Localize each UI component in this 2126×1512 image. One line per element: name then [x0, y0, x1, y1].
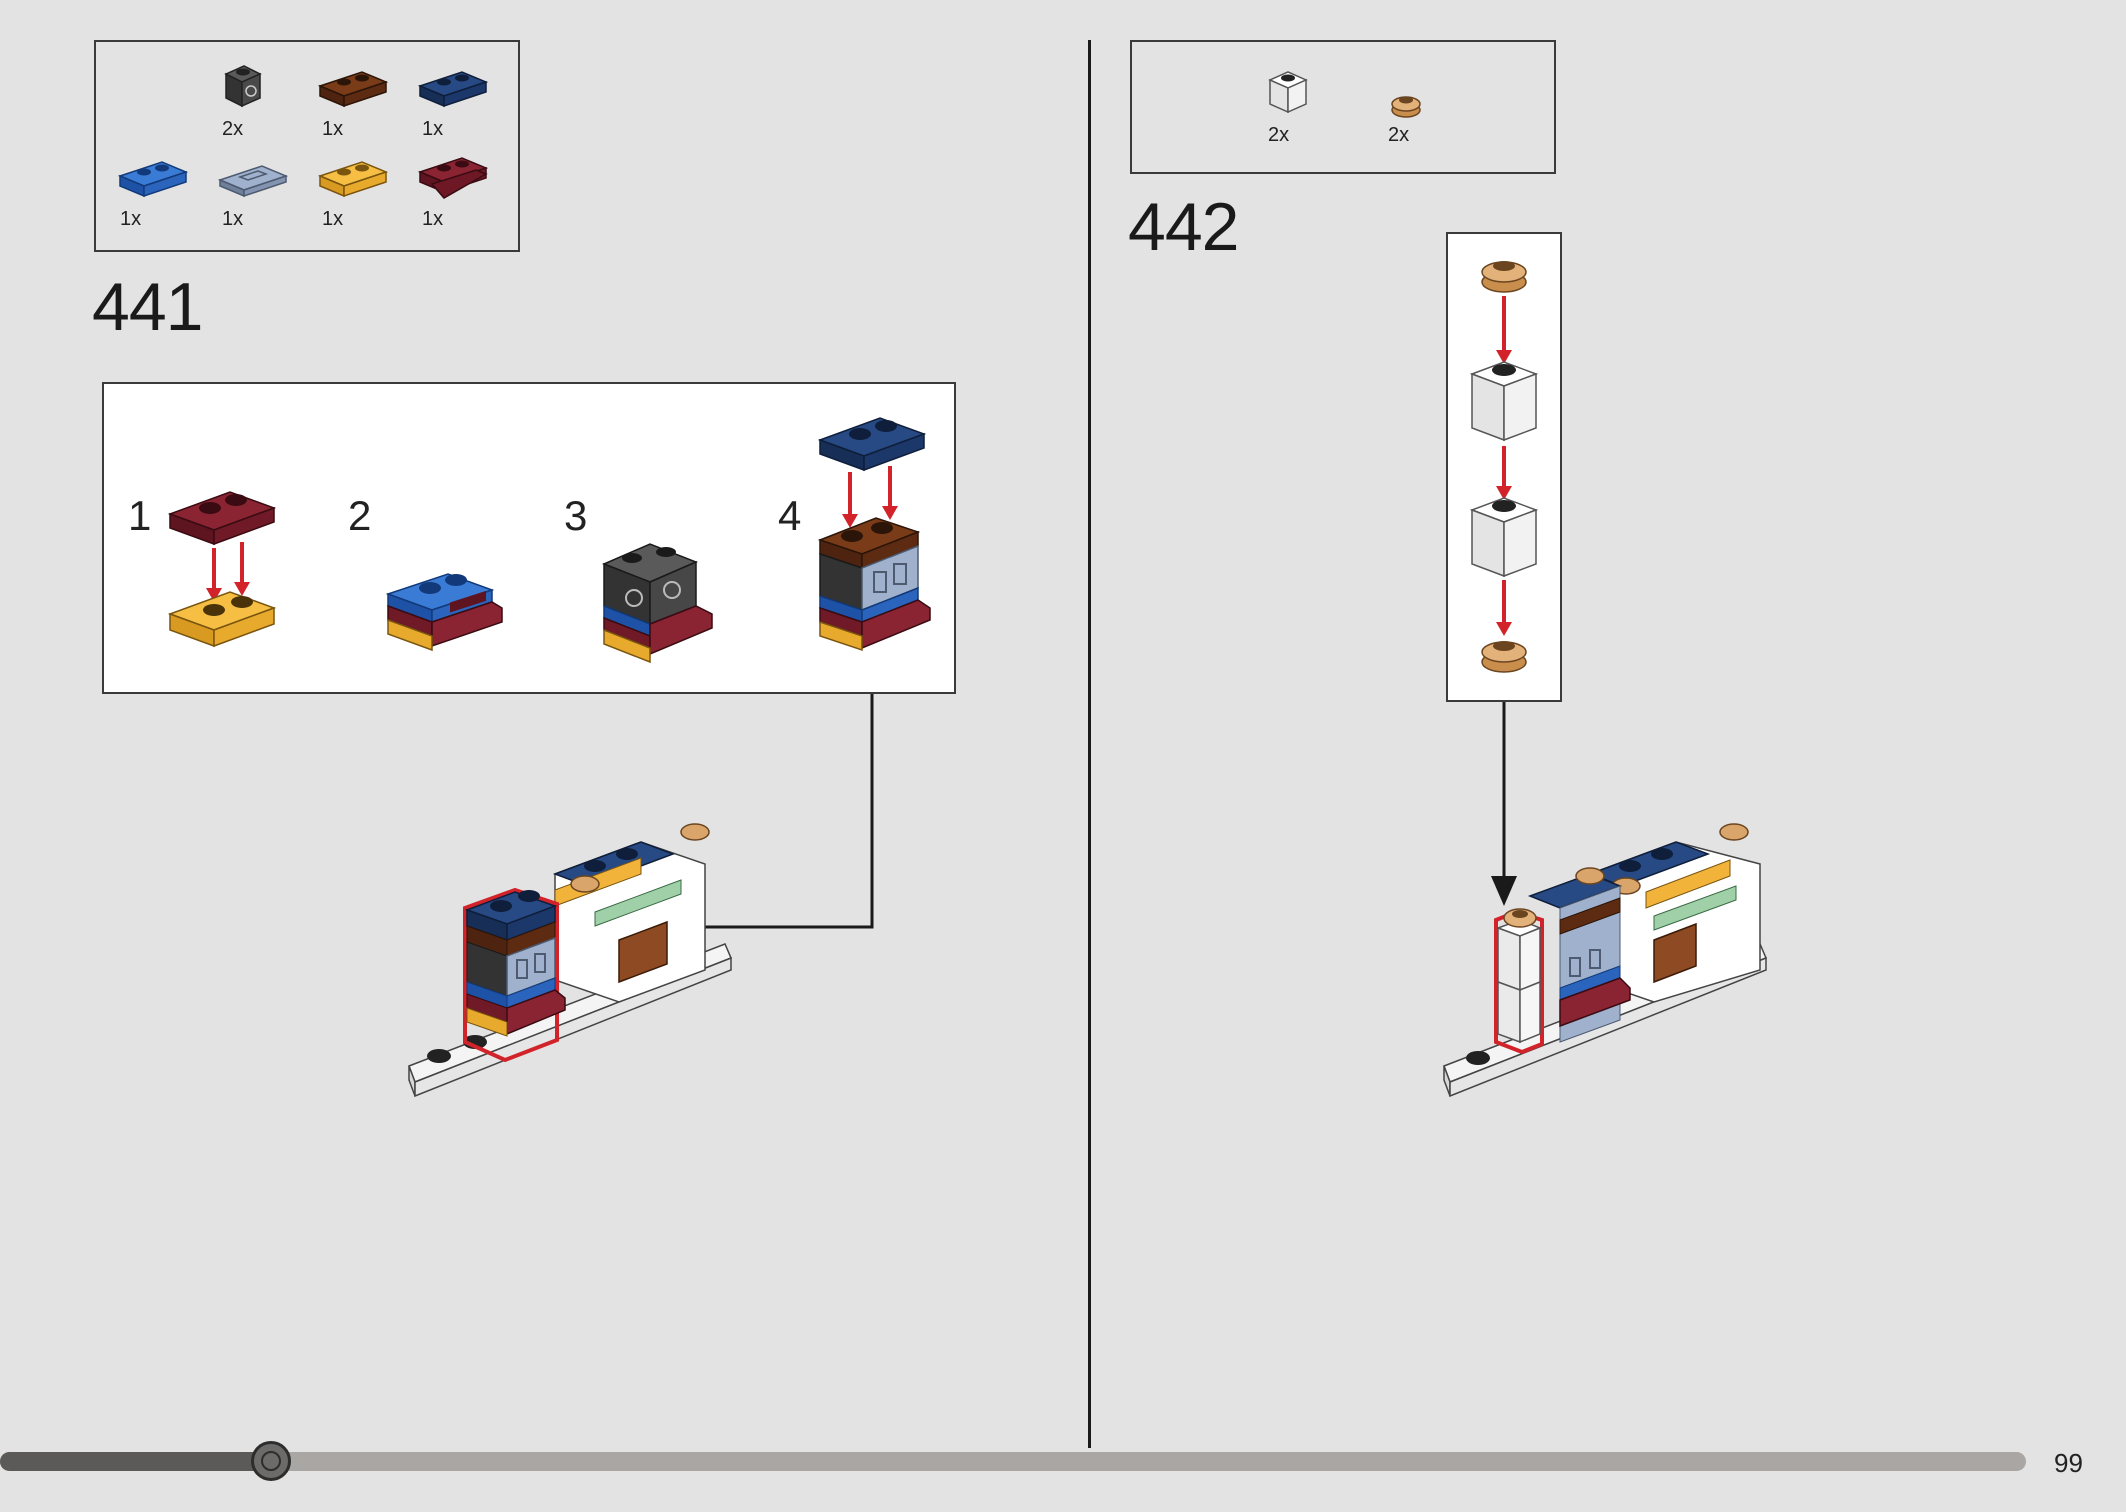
reddish-brown-plate-1x2-icon	[317, 71, 389, 108]
step-number: 441	[92, 269, 203, 345]
progress-fill	[0, 1452, 271, 1471]
part-qty: 2x	[1388, 124, 1410, 146]
model-illustration-step-442	[1443, 823, 1767, 1098]
dark-gray-brick-with-clip-icon	[224, 65, 262, 108]
substep-2-illustration	[385, 573, 503, 652]
part-qty: 1x	[120, 208, 142, 230]
light-blue-gray-tile-with-groove-icon	[217, 165, 289, 198]
substep-4-illustration	[817, 417, 931, 652]
part-qty: 1x	[422, 208, 444, 230]
substep-1-illustration	[167, 491, 277, 648]
white-brick-1x1-icon	[1268, 71, 1308, 114]
part-qty: 1x	[322, 208, 344, 230]
substep-3-illustration	[602, 543, 713, 664]
progress-track[interactable]	[0, 1452, 2026, 1471]
part-qty: 1x	[422, 118, 444, 140]
progress-handle[interactable]	[251, 1441, 291, 1481]
page-number: 99	[2054, 1448, 2083, 1478]
page-divider	[1088, 40, 1091, 1448]
blue-plate-1x2-icon	[117, 161, 189, 198]
model-illustration-step-441	[408, 823, 732, 1098]
yellow-orange-plate-1x2-icon	[317, 161, 389, 198]
subassembly-callout: 1 2 3 4	[102, 382, 956, 694]
stack-exploded-illustration	[1469, 261, 1539, 673]
substep-number: 3	[564, 492, 588, 539]
stack-callout	[1446, 232, 1562, 702]
parts-list-step-442: 2x 2x	[1130, 40, 1556, 174]
part-qty: 1x	[222, 208, 244, 230]
part-qty: 1x	[322, 118, 344, 140]
substep-number: 2	[348, 492, 372, 539]
tan-round-plate-icon	[1391, 96, 1421, 118]
part-qty: 2x	[1268, 124, 1290, 146]
parts-list-step-441: 2x 1x 1x 1x 1x 1x	[94, 40, 520, 252]
step-number: 442	[1128, 189, 1239, 265]
substep-number: 4	[778, 492, 802, 539]
part-qty: 2x	[222, 118, 244, 140]
dark-blue-plate-1x2-icon	[417, 71, 489, 108]
substep-number: 1	[128, 492, 152, 539]
dark-red-plate-with-rail-icon	[417, 157, 489, 199]
